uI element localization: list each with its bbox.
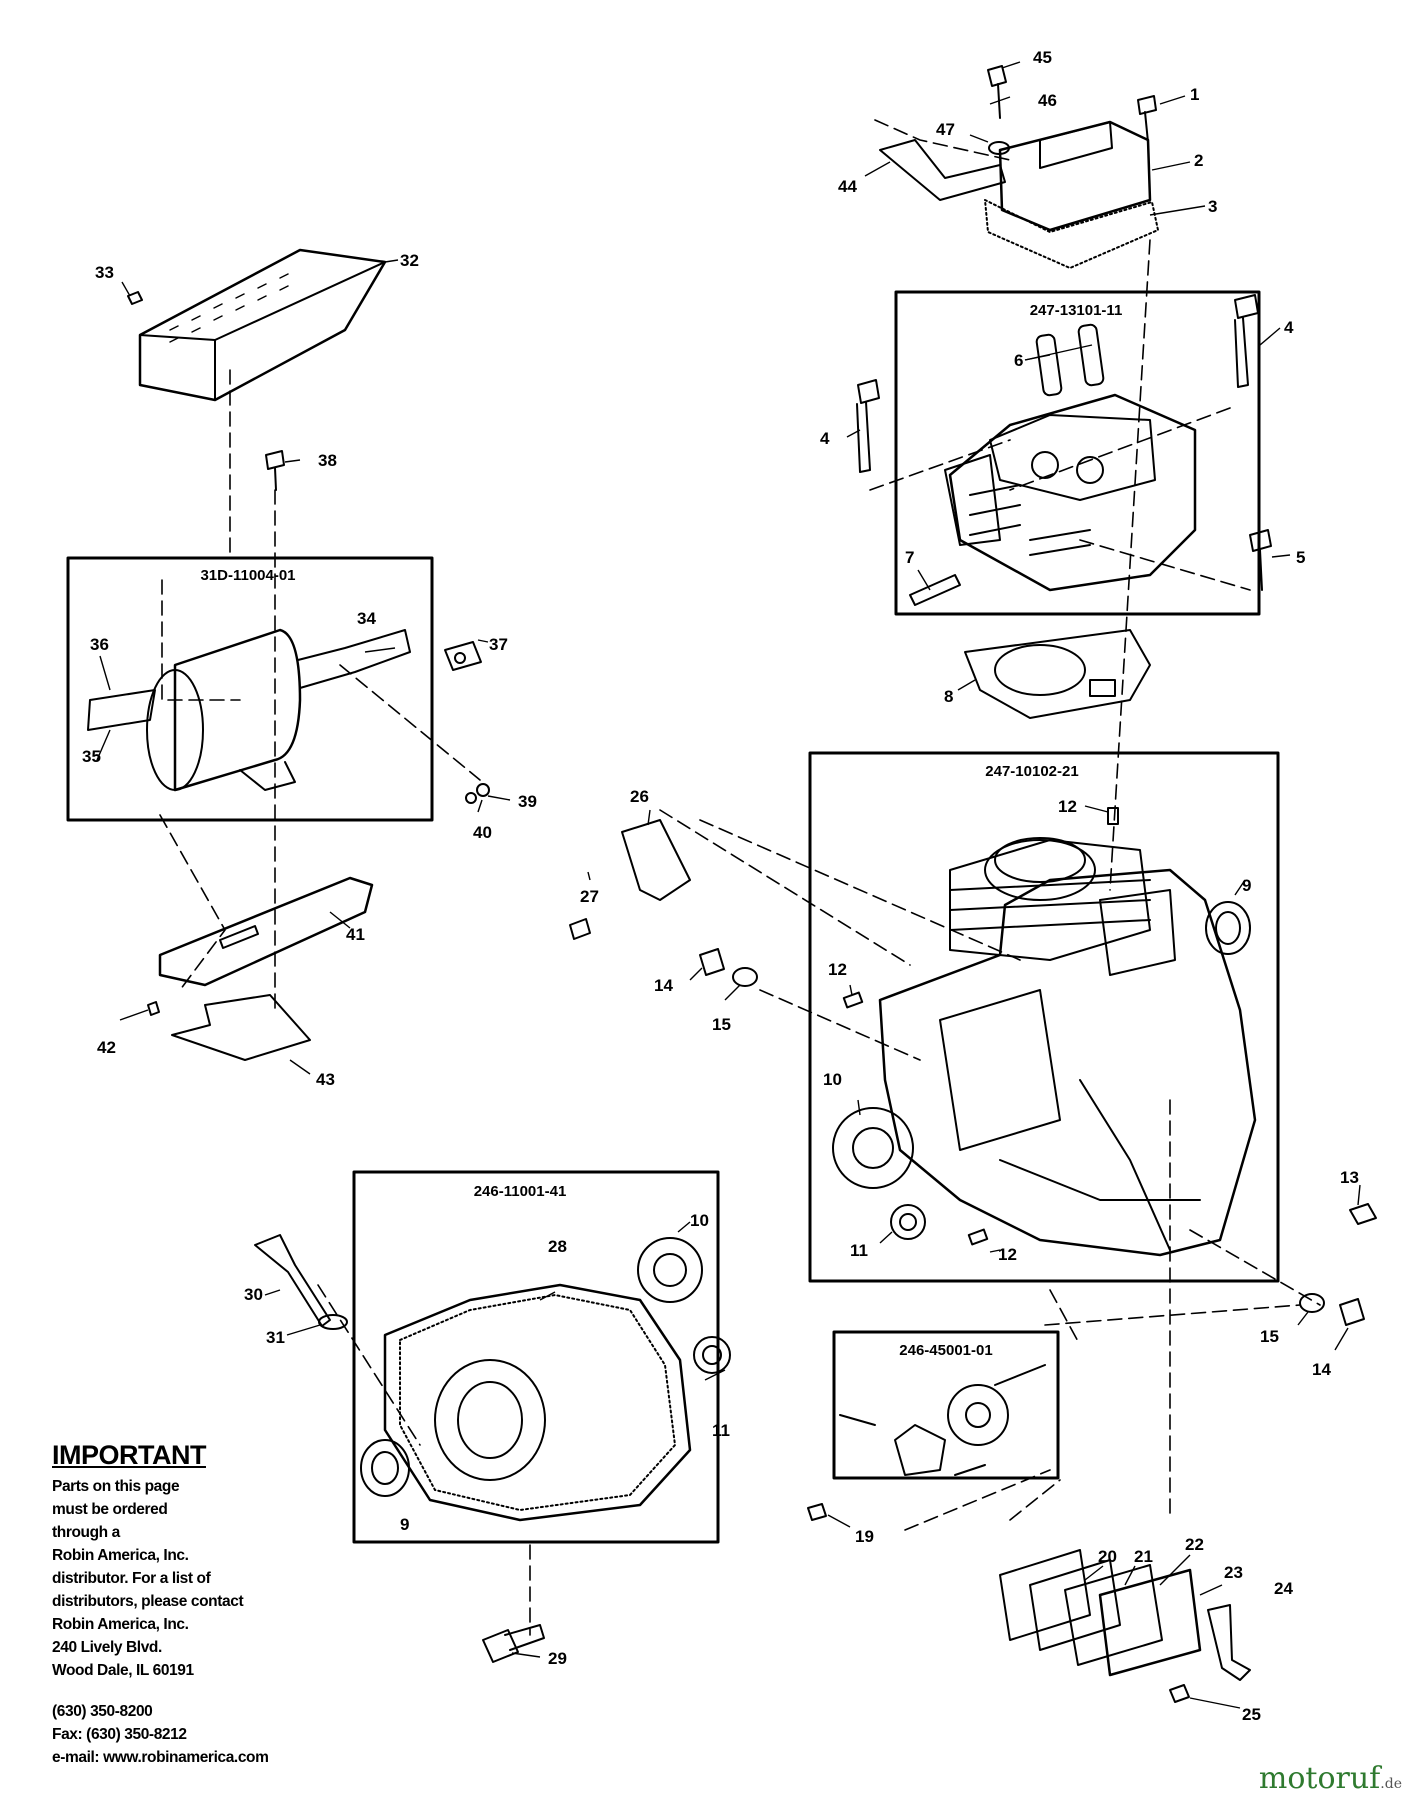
watermark-name: motoruf xyxy=(1258,1761,1381,1796)
callout-44: 44 xyxy=(838,177,857,196)
callout-28: 28 xyxy=(548,1237,567,1256)
callout-15: 15 xyxy=(1260,1327,1279,1346)
assembly-label-crankcase: 247-10102-21 xyxy=(985,763,1078,780)
assembly-label-main-bearing-cover: 246-11001-41 xyxy=(474,1183,567,1200)
watermark: motoruf.de xyxy=(1259,1761,1402,1796)
notice-line: Parts on this page xyxy=(52,1478,180,1495)
callout-13: 13 xyxy=(1340,1168,1359,1187)
fax-number: Fax: (630) 350-8212 xyxy=(52,1726,187,1743)
callout-7: 7 xyxy=(905,548,914,567)
callout-10: 10 xyxy=(823,1070,842,1089)
notice-line: distributors, please contact xyxy=(52,1593,244,1610)
callout-27: 27 xyxy=(580,887,599,906)
assembly-label-muffler: 31D-11004-01 xyxy=(200,567,295,584)
callout-26: 26 xyxy=(630,787,649,806)
callout-31: 31 xyxy=(266,1328,285,1347)
contact-block: (630) 350-8200 Fax: (630) 350-8212 e-mai… xyxy=(52,1700,269,1769)
callout-29: 29 xyxy=(548,1649,567,1668)
notice-line: Wood Dale, IL 60191 xyxy=(52,1662,194,1679)
callout-19: 19 xyxy=(855,1527,874,1546)
assembly-box-muffler xyxy=(66,556,434,822)
callout-6: 6 xyxy=(1014,351,1023,370)
callout-41: 41 xyxy=(346,925,365,944)
callout-1: 1 xyxy=(1190,85,1199,104)
callout-14: 14 xyxy=(654,976,673,995)
callout-9: 9 xyxy=(1242,876,1251,895)
callout-47: 47 xyxy=(936,120,955,139)
callout-20: 20 xyxy=(1098,1547,1117,1566)
callout-2: 2 xyxy=(1194,151,1203,170)
callout-45: 45 xyxy=(1033,48,1052,67)
callout-11: 11 xyxy=(712,1421,730,1440)
callout-33: 33 xyxy=(95,263,114,282)
callout-46: 46 xyxy=(1038,91,1057,110)
callout-23: 23 xyxy=(1224,1563,1243,1582)
callout-4: 4 xyxy=(820,429,830,448)
important-notice: IMPORTANT Parts on this page must be ord… xyxy=(52,1440,312,1682)
watermark-suffix: .de xyxy=(1380,1776,1402,1792)
assembly-label-governor: 246-45001-01 xyxy=(899,1342,992,1359)
callout-14: 14 xyxy=(1312,1360,1331,1379)
callout-22: 22 xyxy=(1185,1535,1204,1554)
callout-5: 5 xyxy=(1296,548,1305,567)
notice-line: 240 Lively Blvd. xyxy=(52,1639,162,1656)
callout-32: 32 xyxy=(400,251,419,270)
callout-10: 10 xyxy=(690,1211,709,1230)
notice-line: Robin America, Inc. xyxy=(52,1616,189,1633)
assembly-box-crankcase xyxy=(808,751,1280,1283)
callout-37: 37 xyxy=(489,635,508,654)
callout-38: 38 xyxy=(318,451,337,470)
callout-36: 36 xyxy=(90,635,109,654)
callout-34: 34 xyxy=(357,609,376,628)
phone-number: (630) 350-8200 xyxy=(52,1703,153,1720)
callout-25: 25 xyxy=(1242,1705,1261,1724)
callout-24: 24 xyxy=(1274,1579,1293,1598)
callout-11: 11 xyxy=(850,1241,868,1260)
callout-3: 3 xyxy=(1208,197,1217,216)
notice-heading: IMPORTANT xyxy=(52,1440,206,1470)
notice-line: Robin America, Inc. xyxy=(52,1547,189,1564)
callout-12: 12 xyxy=(998,1245,1017,1264)
assembly-box-cylinder-head xyxy=(894,290,1261,616)
callout-43: 43 xyxy=(316,1070,335,1089)
email-address: e-mail: www.robinamerica.com xyxy=(52,1749,269,1766)
callout-12: 12 xyxy=(1058,797,1077,816)
assembly-box-governor xyxy=(832,1330,1060,1480)
callout-15: 15 xyxy=(712,1015,731,1034)
callout-40: 40 xyxy=(473,823,492,842)
callout-12: 12 xyxy=(828,960,847,979)
callout-39: 39 xyxy=(518,792,537,811)
notice-line: through a xyxy=(52,1524,120,1541)
notice-line: distributor. For a list of xyxy=(52,1570,211,1587)
callout-9: 9 xyxy=(400,1515,409,1534)
callout-8: 8 xyxy=(944,687,953,706)
callout-35: 35 xyxy=(82,747,101,766)
notice-line: must be ordered xyxy=(52,1501,168,1518)
callout-4: 4 xyxy=(1284,318,1294,337)
assembly-box-main-bearing-cover xyxy=(352,1170,720,1544)
callout-30: 30 xyxy=(244,1285,263,1304)
assembly-label-cylinder-head: 247-13101-11 xyxy=(1030,302,1123,319)
callout-21: 21 xyxy=(1134,1547,1153,1566)
callout-42: 42 xyxy=(97,1038,116,1057)
